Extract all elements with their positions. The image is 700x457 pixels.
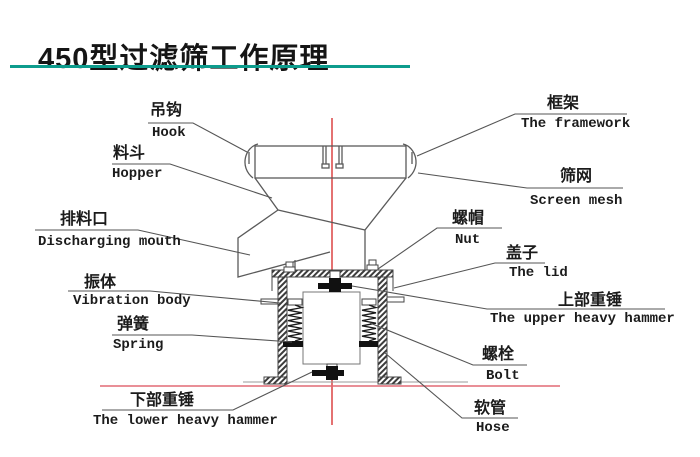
label-screen-mesh-zh: 筛网 (560, 168, 593, 185)
label-vibration-body-en: Vibration body (73, 293, 191, 309)
label-spring-zh: 弹簧 (117, 316, 150, 333)
label-hose-zh: 软管 (474, 400, 507, 417)
vibration-body-drawing (260, 259, 405, 385)
label-vibration-body-zh: 振体 (84, 274, 117, 291)
drum-outline (244, 143, 417, 179)
title-underline (10, 65, 410, 68)
label-spring-en: Spring (113, 337, 164, 353)
label-discharging-mouth-zh: 排料口 (60, 211, 109, 228)
label-hopper-en: Hopper (112, 166, 163, 182)
label-lower-heavy-hammer-zh: 下部重锤 (130, 392, 195, 409)
hopper-outline (237, 177, 407, 278)
heavy-hammers (283, 278, 378, 380)
label-upper-heavy-hammer-en: The upper heavy hammer (490, 311, 675, 327)
label-hook-en: Hook (152, 125, 186, 141)
label-screen-mesh-en: Screen mesh (530, 193, 623, 209)
label-hose-en: Hose (476, 420, 510, 436)
label-hook-zh: 吊钩 (150, 102, 183, 119)
label-discharging-mouth-en: Discharging mouth (38, 234, 181, 250)
label-lid-zh: 盖子 (506, 245, 539, 262)
label-bolt-zh: 螺栓 (482, 346, 515, 363)
label-nut-en: Nut (455, 232, 481, 248)
label-upper-heavy-hammer-zh: 上部重锤 (558, 292, 623, 309)
label-hopper-zh: 料斗 (113, 145, 146, 162)
springs (287, 304, 379, 342)
label-nut-zh: 螺帽 (452, 210, 485, 227)
page-title: 450型过滤筛工作原理 (38, 43, 330, 76)
label-framework-zh: 框架 (547, 95, 580, 112)
label-lower-heavy-hammer-en: The lower heavy hammer (93, 413, 278, 429)
leader-lines (35, 113, 665, 419)
label-lid-en: The lid (509, 265, 568, 281)
label-framework-en: The framework (521, 116, 631, 132)
label-bolt-en: Bolt (486, 368, 520, 384)
